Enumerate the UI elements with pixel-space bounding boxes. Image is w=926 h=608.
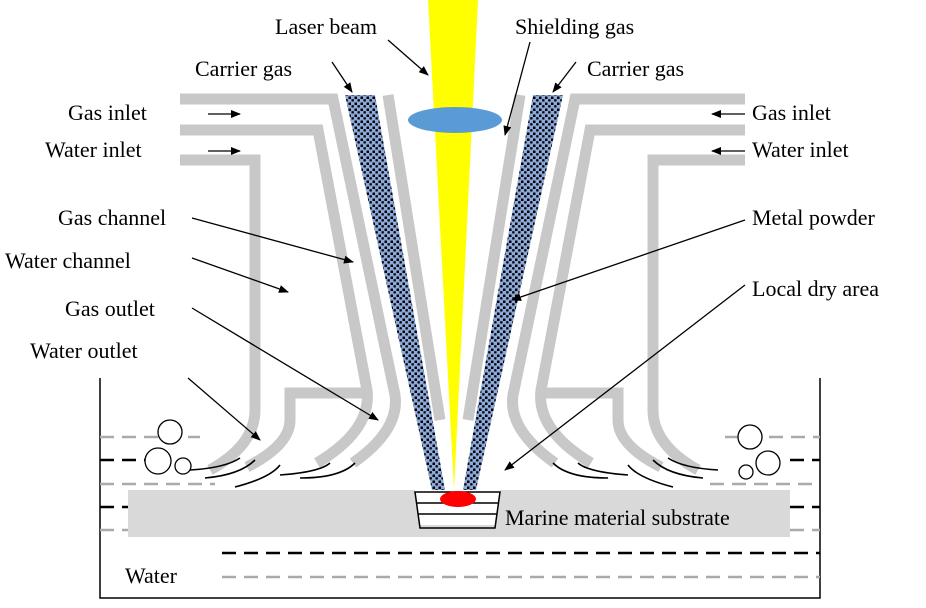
label-carrier-gas-left: Carrier gas (195, 56, 292, 81)
label-gas-inlet-right: Gas inlet (752, 100, 831, 125)
powder-channel-right (463, 95, 563, 490)
gas-flow-lines-left (189, 457, 356, 488)
bubbles-right (737, 424, 781, 480)
leader-arrows (187, 39, 746, 471)
label-gas-outlet: Gas outlet (65, 296, 155, 321)
label-local-dry-area: Local dry area (752, 276, 879, 301)
label-gas-inlet-left: Gas inlet (68, 100, 147, 125)
water-tank (99, 378, 821, 599)
focusing-lens (408, 107, 502, 133)
label-substrate: Marine material substrate (505, 505, 730, 530)
gas-flow-lines-right (552, 457, 719, 488)
label-water-channel: Water channel (5, 248, 131, 273)
water-surface-lines (100, 435, 820, 579)
label-carrier-gas-right: Carrier gas (587, 56, 684, 81)
label-metal-powder: Metal powder (752, 205, 875, 230)
label-laser-beam: Laser beam (275, 14, 377, 39)
powder-channel-left (345, 95, 445, 490)
label-water: Water (125, 563, 178, 588)
label-shielding-gas: Shielding gas (515, 14, 634, 39)
label-water-inlet-left: Water inlet (45, 137, 142, 162)
label-water-outlet: Water outlet (30, 338, 138, 363)
nozzle-right (462, 93, 781, 490)
nozzle-left (180, 93, 446, 490)
label-gas-channel: Gas channel (58, 205, 166, 230)
melt-pool (440, 491, 476, 507)
label-water-inlet-right: Water inlet (752, 137, 849, 162)
substrate (128, 490, 790, 537)
bubbles-left (144, 419, 192, 475)
